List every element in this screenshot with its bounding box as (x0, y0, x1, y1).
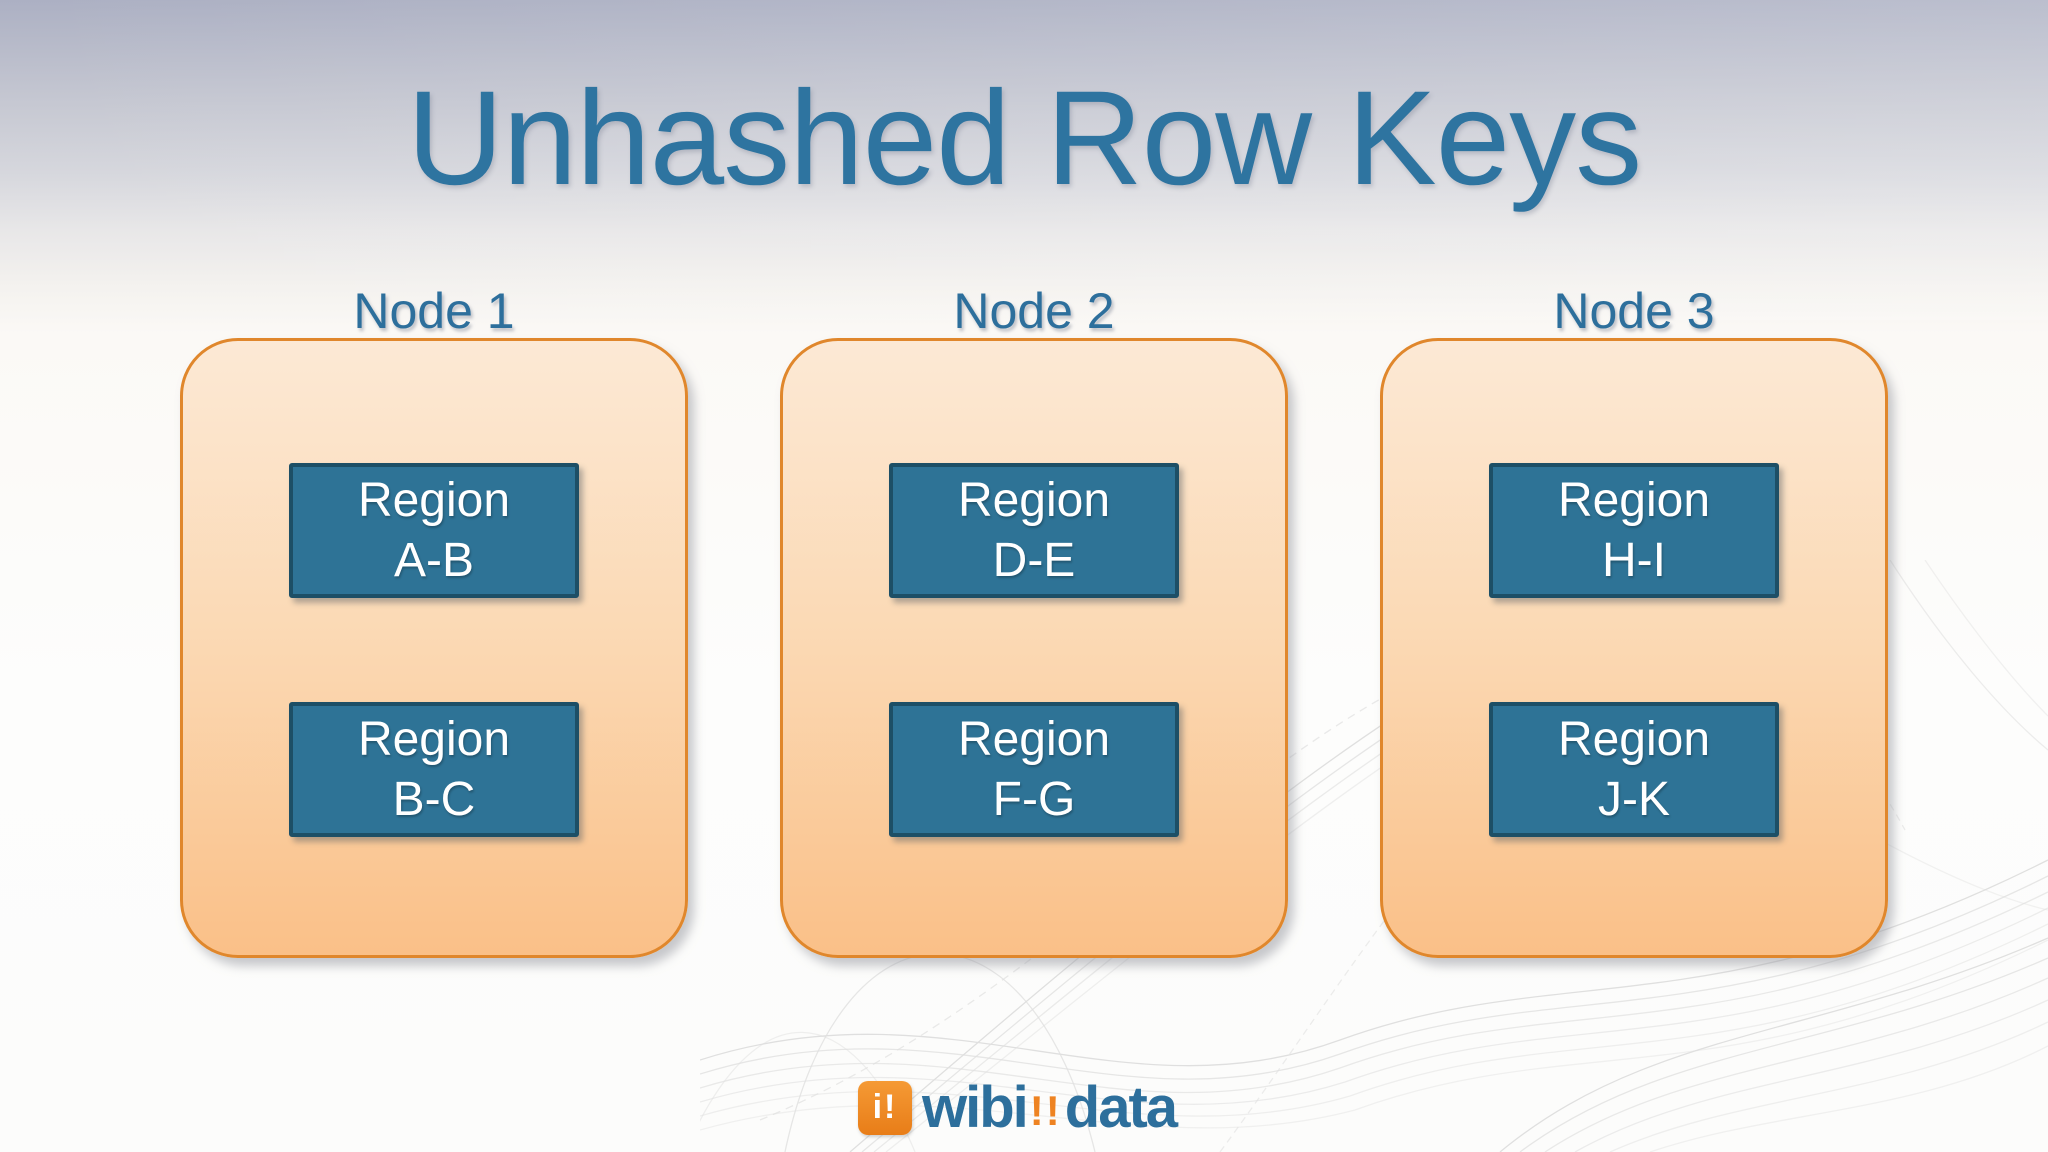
region-line2: B-C (392, 772, 476, 826)
region-box-d-e: Region D-E (889, 463, 1179, 598)
node-2-label: Node 2 (953, 283, 1115, 339)
node-1-card: Region A-B Region B-C (180, 338, 688, 958)
wibidata-logo-icon: i! (858, 1080, 912, 1135)
region-line1: Region (357, 473, 511, 527)
nodes-row: Node 1 Region A-B Region B-C Node 2 Regi… (180, 284, 1888, 958)
region-line2: A-B (393, 533, 474, 587)
region-box-a-b: Region A-B (289, 463, 579, 598)
node-3-card: Region H-I Region J-K (1380, 338, 1888, 958)
node-1-label: Node 1 (353, 283, 515, 339)
region-line2: D-E (992, 533, 1076, 587)
region-box-b-c: Region B-C (289, 702, 579, 837)
node-3-label: Node 3 (1553, 283, 1715, 339)
region-line1: Region (357, 712, 511, 766)
region-box-j-k: Region J-K (1489, 702, 1779, 837)
wibidata-logo: i! wibi !! data (858, 1074, 1178, 1141)
region-box-f-g: Region F-G (889, 702, 1179, 837)
region-line1: Region (957, 712, 1111, 766)
region-box-h-i: Region H-I (1489, 463, 1779, 598)
region-line1: Region (1557, 712, 1711, 766)
region-line2: F-G (992, 772, 1076, 826)
logo-word-wibi: wibi (922, 1075, 1029, 1140)
node-3: Node 3 Region H-I Region J-K (1380, 284, 1888, 958)
region-line1: Region (1557, 473, 1711, 527)
slide-title: Unhashed Row Keys (406, 64, 1642, 213)
node-2: Node 2 Region D-E Region F-G (780, 284, 1288, 958)
node-2-card: Region D-E Region F-G (780, 338, 1288, 958)
region-line2: H-I (1602, 533, 1666, 587)
logo-separator: !! (1029, 1086, 1062, 1134)
logo-word-data: data (1064, 1075, 1178, 1140)
node-1: Node 1 Region A-B Region B-C (180, 284, 688, 958)
region-line2: J-K (1598, 772, 1670, 826)
region-line1: Region (957, 473, 1111, 527)
